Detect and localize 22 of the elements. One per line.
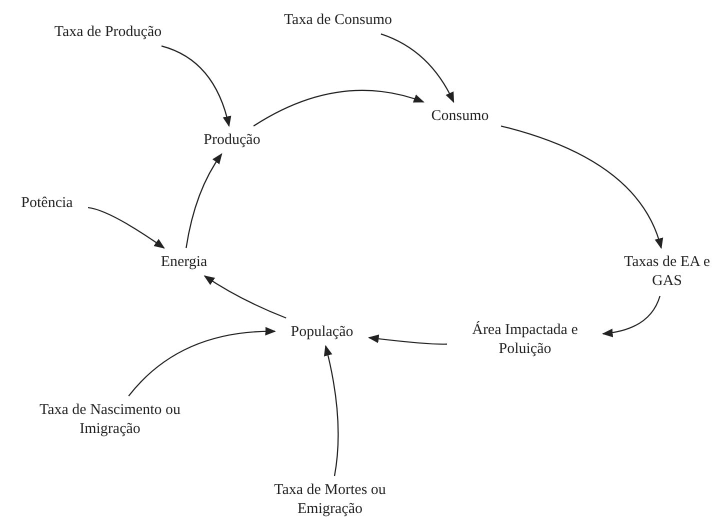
- curved-arrow: [324, 344, 339, 476]
- curved-arrow: [128, 327, 276, 396]
- curved-arrow: [204, 275, 286, 319]
- curved-arrow: [380, 33, 454, 103]
- curved-arrow: [368, 334, 448, 345]
- curved-arrow: [602, 296, 661, 337]
- curved-arrow: [500, 125, 663, 250]
- variable-label: Potência: [9, 192, 85, 214]
- curved-arrow: [253, 90, 424, 127]
- variable-label: Taxa de Nascimento ou Imigração: [25, 399, 195, 441]
- variable-label: Área Impactada e Poluição: [450, 319, 600, 361]
- variable-label: População: [278, 321, 366, 343]
- variable-label: Energia: [152, 251, 216, 273]
- curved-arrow: [88, 206, 165, 249]
- variable-label: Taxa de Mortes ou Emigração: [250, 479, 410, 517]
- variable-label: Taxa de Consumo: [268, 9, 408, 31]
- variable-label: Consumo: [422, 105, 498, 127]
- variable-label: Produção: [192, 129, 272, 151]
- variable-label: Taxas de EA e GAS: [612, 251, 720, 293]
- curved-arrow: [161, 45, 231, 128]
- variable-label: Taxa de Produção: [33, 21, 183, 43]
- curved-arrow: [186, 153, 222, 248]
